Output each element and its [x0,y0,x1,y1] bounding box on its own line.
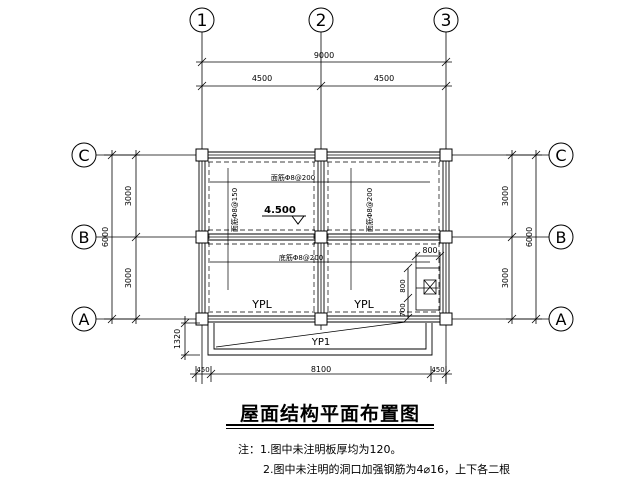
title-underline [226,424,434,426]
canopy-depth-dimension [180,316,200,360]
rebar-left-label: 面筋Φ8@150 [230,188,239,232]
slab-rebar-lines [210,168,430,290]
note-line-2: 2.图中未注明的洞口加强钢筋为4⌀16，上下各二根 [263,463,511,476]
dim-bottom-left-ext: 450 [196,366,209,374]
rebar-top-label: 面筋Φ8@200 [271,173,315,182]
canopy-slab [207,321,433,356]
beam-hidden-lines [208,161,440,313]
beam-label-yp1: YP1 [311,337,331,348]
title-underline-thin [226,428,434,429]
axis-column-3: 3 [433,7,459,33]
dim-bottom-span: 8100 [311,365,331,374]
axis-row-b-left: B [71,224,97,250]
dim-right-c-b: 3000 [501,186,510,206]
beam-label-ypl-1: YPL [251,298,272,311]
axis-row-c-left: C [71,142,97,168]
top-dimensions [196,57,452,91]
dim-opening-width: 800 [422,246,437,255]
axis-row-b-right: B [548,224,574,250]
elevation-mark: 4.500 [262,205,306,225]
svg-text:2: 2 [316,11,327,31]
svg-text:B: B [79,228,90,247]
dim-left-total: 6000 [101,227,110,247]
rebar-right-label: 面筋Φ8@200 [365,188,374,232]
dim-right-b-a: 3000 [501,268,510,288]
svg-text:C: C [555,146,566,165]
beam-label-ypl-2: YPL [353,298,374,311]
columns [195,148,453,326]
axis-row-a-right: A [548,306,574,332]
svg-text:4.500: 4.500 [264,205,296,216]
svg-text:3: 3 [441,11,452,31]
dim-opening-depth-1: 800 [399,279,407,292]
dim-left-b-a: 3000 [124,268,133,288]
svg-text:A: A [79,310,90,329]
left-dimensions [104,150,141,324]
dim-span-2-3: 4500 [374,74,394,83]
note-line-1: 注：1.图中未注明板厚均为120。 [238,443,402,456]
svg-text:C: C [78,146,89,165]
dim-span-1-2: 4500 [252,74,272,83]
svg-text:A: A [556,310,567,329]
drawing-title: 屋面结构平面布置图 [239,403,420,425]
axis-row-a-left: A [71,306,97,332]
svg-text:B: B [556,228,567,247]
axis-column-2: 2 [308,7,334,33]
axis-row-c-right: C [548,142,574,168]
dim-canopy-depth: 1320 [173,329,182,349]
svg-text:1: 1 [197,11,208,31]
dim-overall-x: 9000 [314,51,334,60]
axis-column-1: 1 [189,7,215,33]
dim-left-c-b: 3000 [124,186,133,206]
dim-opening-depth-2: 700 [399,303,407,316]
slab-opening [403,251,445,323]
structural-plan-drawing: 1 2 3 C B A C B A [71,7,574,384]
right-dimensions [506,150,542,324]
dim-right-total: 6000 [525,227,534,247]
rebar-bottom-label: 底筋Φ8@200 [279,253,323,262]
dim-bottom-right-ext: 450 [431,366,444,374]
bottom-dimensions [190,366,452,382]
